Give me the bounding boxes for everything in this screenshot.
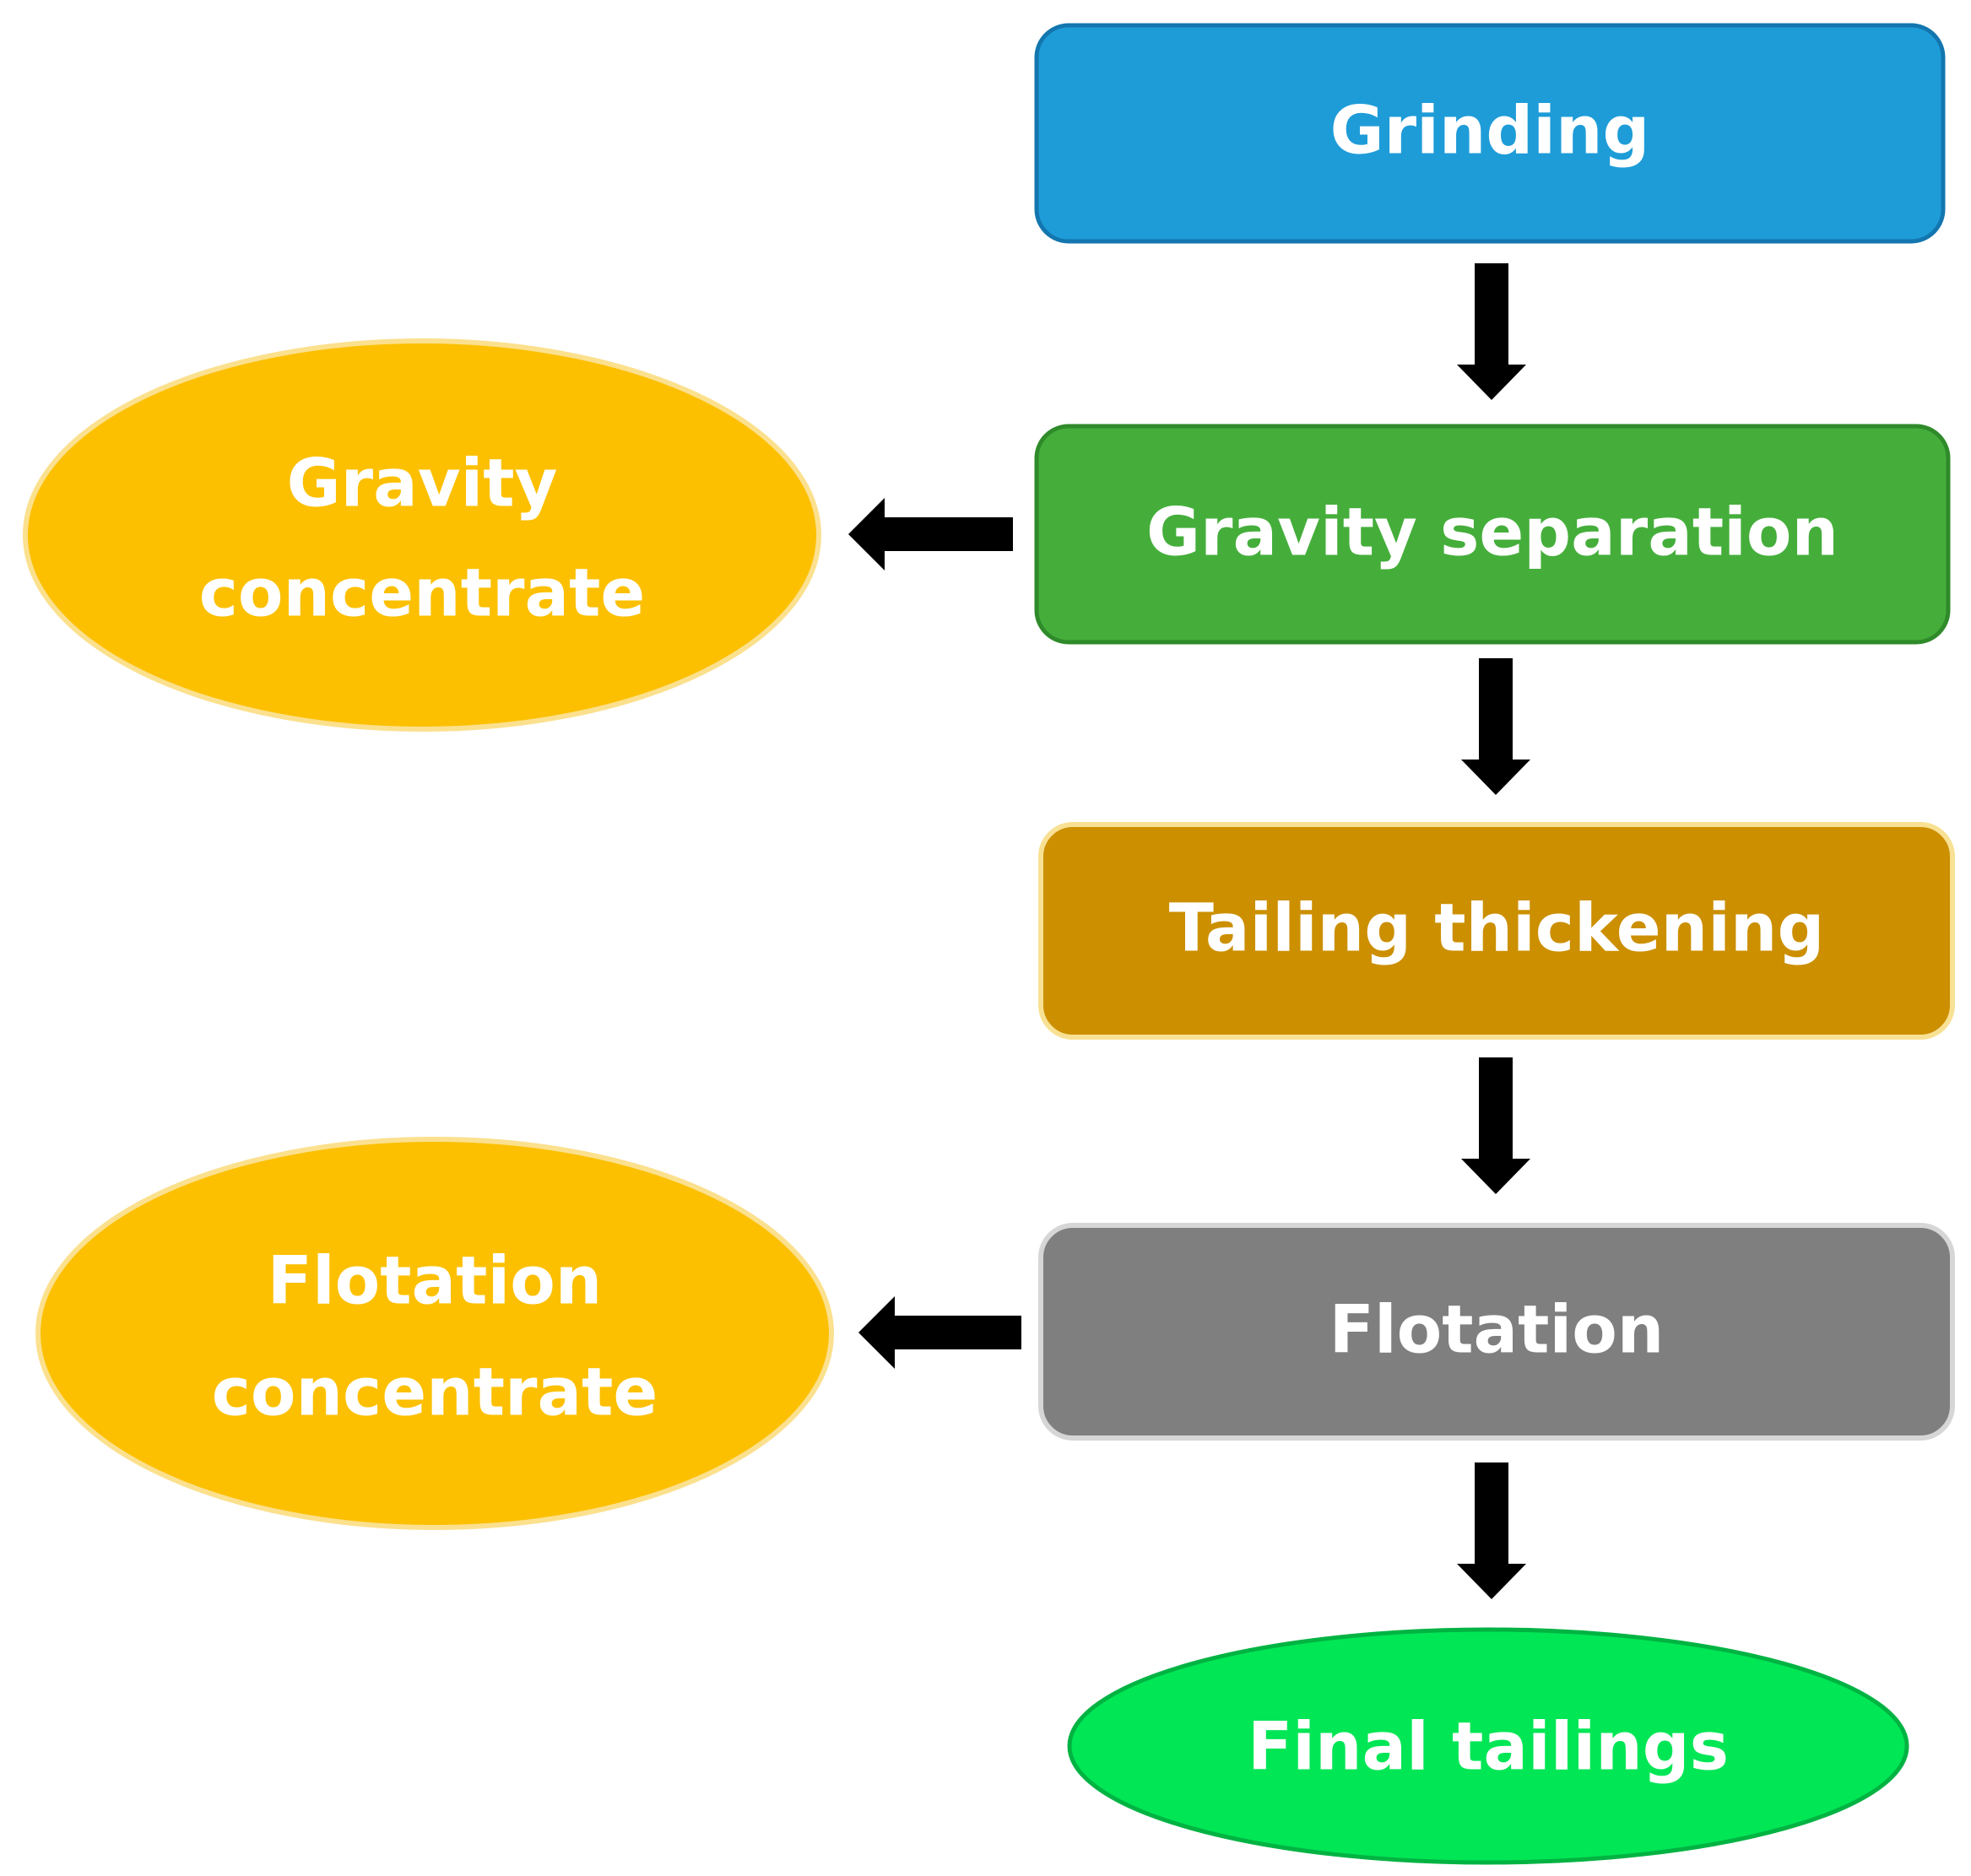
final-tailings-label: Final tailings: [1248, 1709, 1729, 1785]
node-final-tailings: Final tailings: [1067, 1627, 1909, 1865]
node-flotation: Flotation: [1038, 1223, 1955, 1441]
arrow-down-icon: [1461, 1057, 1530, 1194]
arrow-down-icon: [1457, 1462, 1526, 1599]
gravity-concentrate-ellipse: [23, 338, 821, 732]
arrow-flotation-to-final-tailings: [1457, 1462, 1526, 1599]
gravity-separation-box: [1034, 424, 1951, 645]
arrow-down-icon: [1457, 263, 1526, 400]
arrow-left-icon: [848, 498, 1013, 570]
node-gravity-separation: Gravity separation: [1034, 424, 1951, 645]
node-flotation-concentrate: Flotation concentrate: [35, 1137, 834, 1530]
arrow-tailing-thickening-to-flotation: [1461, 1057, 1530, 1194]
flotation-concentrate-ellipse: [35, 1137, 834, 1530]
arrow-down-icon: [1461, 658, 1530, 795]
grinding-box: [1034, 23, 1946, 244]
gravity-concentrate-label-line2: concentrate: [199, 555, 646, 631]
arrow-flotation-to-flotation-concentrate: [858, 1296, 1021, 1369]
final-tailings-ellipse: [1067, 1627, 1909, 1865]
flotation-concentrate-label-line1: Flotation: [268, 1243, 603, 1319]
arrow-gravity-separation-to-gravity-concentrate: [848, 498, 1013, 570]
arrow-gravity-separation-to-tailing-thickening: [1461, 658, 1530, 795]
flotation-label: Flotation: [1329, 1292, 1665, 1368]
flotation-concentrate-label-line2: concentrate: [212, 1354, 658, 1430]
arrow-left-icon: [858, 1296, 1021, 1369]
arrow-grinding-to-gravity-separation: [1457, 263, 1526, 400]
tailing-thickening-label: Tailing thickening: [1169, 890, 1825, 966]
tailing-thickening-box: [1038, 822, 1955, 1040]
gravity-concentrate-label-line1: Gravity: [287, 446, 558, 522]
node-gravity-concentrate: Gravity concentrate: [23, 338, 821, 732]
flotation-box: [1038, 1223, 1955, 1441]
grinding-label: Grinding: [1330, 93, 1650, 169]
node-tailing-thickening: Tailing thickening: [1038, 822, 1955, 1040]
gravity-separation-label: Gravity separation: [1146, 495, 1838, 570]
node-grinding: Grinding: [1034, 23, 1946, 244]
